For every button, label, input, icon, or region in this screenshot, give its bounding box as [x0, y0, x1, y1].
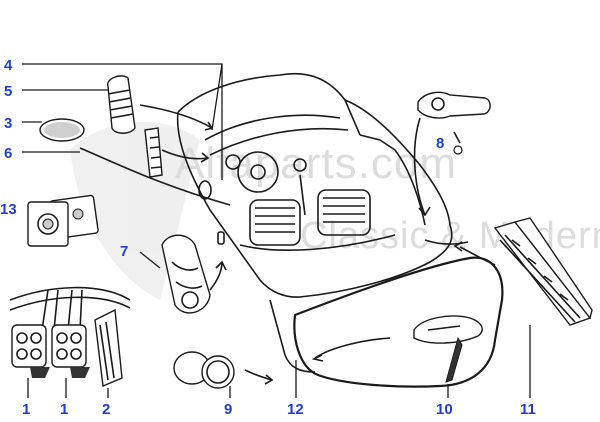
label-11: 11	[520, 401, 536, 418]
part-labels: 4 5 3 6 13 7 8 1 1 2 9 12 10 11	[0, 57, 536, 418]
label-9: 9	[224, 401, 232, 418]
part-8-handle	[413, 91, 491, 217]
part-5-bellows	[22, 75, 214, 134]
label-6: 6	[4, 145, 12, 162]
part-6-strip	[22, 127, 231, 206]
label-8: 8	[436, 135, 444, 152]
label-1a: 1	[22, 401, 30, 418]
part-13-bracket	[27, 194, 99, 247]
label-2: 2	[102, 401, 110, 418]
label-5: 5	[4, 83, 12, 100]
part-1-2-pedals	[9, 286, 131, 398]
part-3-pad	[22, 118, 85, 142]
part-11-strip	[493, 217, 593, 398]
label-13: 13	[0, 201, 17, 218]
part-10-mirror	[413, 315, 483, 398]
part-7-lamp	[139, 234, 227, 314]
part-4-leader	[22, 63, 223, 180]
label-12: 12	[287, 401, 304, 418]
label-7: 7	[120, 243, 128, 260]
label-1b: 1	[60, 401, 68, 418]
car-body	[176, 73, 453, 373]
label-3: 3	[4, 115, 12, 132]
label-4: 4	[4, 57, 13, 74]
label-10: 10	[436, 401, 453, 418]
part-12-seal	[293, 239, 504, 398]
part-9-lens	[173, 351, 274, 398]
